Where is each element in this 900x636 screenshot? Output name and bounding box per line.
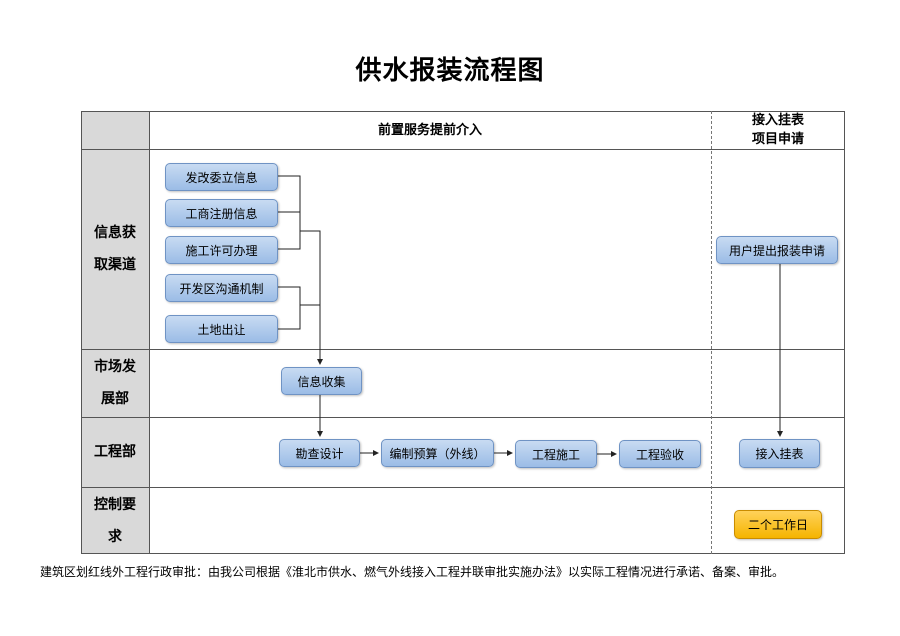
grid-line [149, 111, 150, 554]
label-column [81, 111, 149, 554]
footnote: 建筑区划红线外工程行政审批：由我公司根据《淮北市供水、燃气外线接入工程并联审批实… [40, 565, 785, 579]
column-header-pre-service: 前置服务提前介入 [377, 122, 482, 138]
column-divider-dashed [711, 111, 712, 554]
node-info-collection: 信息收集 [281, 367, 362, 395]
node-construction: 工程施工 [515, 440, 597, 468]
node-construction-permit: 施工许可办理 [165, 236, 278, 264]
node-acceptance: 工程验收 [619, 440, 701, 468]
flowchart-grid: 信息获取渠道 市场发展部 工程部 控制要求 前置服务提前介入 接入挂表项目申请 [81, 111, 845, 554]
node-budget-external: 编制预算（外线） [381, 439, 494, 467]
node-land-transfer: 土地出让 [165, 315, 278, 343]
grid-line [81, 111, 82, 554]
node-survey-design: 勘查设计 [279, 439, 360, 467]
row-label-info-channels: 信息获取渠道 [94, 225, 136, 273]
grid-line [81, 149, 845, 150]
row-label-engineering-dept: 工程部 [94, 444, 136, 460]
grid-line [81, 553, 845, 554]
grid-line [81, 487, 845, 488]
grid-line [844, 111, 845, 554]
column-header-access-application: 接入挂表项目申请 [751, 113, 804, 147]
grid-line [81, 111, 845, 112]
node-dev-reform-info: 发改委立信息 [165, 163, 278, 191]
page-title: 供水报装流程图 [355, 56, 545, 86]
grid-line [81, 417, 845, 418]
row-label-market-dept: 市场发展部 [94, 359, 136, 407]
row-label-control-requirement: 控制要求 [94, 496, 136, 545]
node-two-working-days: 二个工作日 [734, 510, 822, 539]
node-business-registration-info: 工商注册信息 [165, 199, 278, 227]
node-meter-install: 接入挂表 [739, 439, 820, 468]
grid-line [81, 349, 845, 350]
node-user-apply: 用户提出报装申请 [716, 236, 838, 264]
node-dev-zone-communication: 开发区沟通机制 [165, 274, 278, 302]
